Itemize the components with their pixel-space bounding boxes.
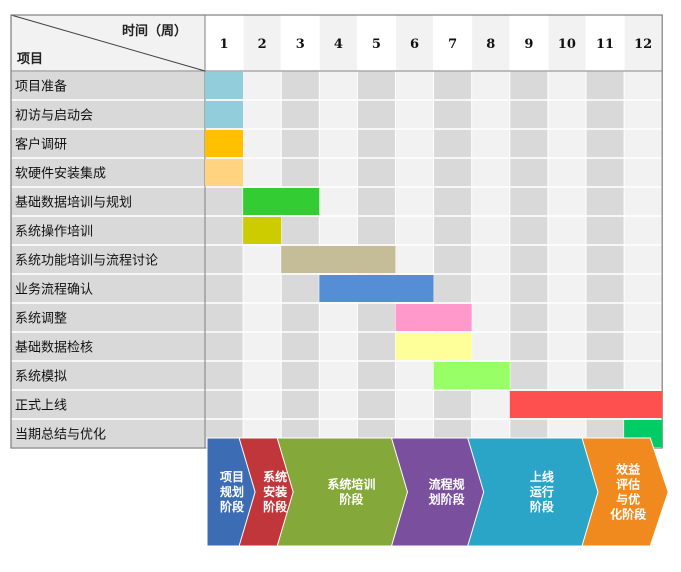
week-header-cell [624,15,663,71]
phase-label: 运行 [530,484,554,499]
task-bar [509,391,663,418]
week-header-cell [357,15,396,71]
week-header-cell [319,15,358,71]
week-column [547,71,586,448]
time-axis-label: 时间（周） [122,23,187,39]
phase-label: 系统培训 [327,477,375,492]
label-column-bg [11,71,205,448]
phase-label: 阶段 [530,499,555,514]
task-bar [433,362,510,389]
week-tick-label: 4 [334,37,343,52]
week-column [624,71,663,448]
task-label: 系统调整 [15,312,67,327]
week-tick-label: 2 [258,37,267,52]
task-label: 初访与启动会 [15,109,93,124]
week-column [395,71,434,448]
week-tick-label: 11 [596,37,614,52]
task-label: 软硬件安装集成 [15,166,106,182]
phase-label: 项目 [220,470,244,484]
week-header-cell [586,15,625,71]
week-column [471,71,510,448]
week-header-cell [205,15,244,71]
week-header-cell [281,15,320,71]
week-tick-label: 8 [486,37,495,52]
week-header-cell [243,15,282,71]
week-column [586,71,625,448]
task-bar [319,275,434,302]
week-column [433,71,472,448]
week-column [509,71,548,448]
phase-label: 划阶段 [429,492,466,507]
task-label: 系统模拟 [15,370,67,385]
task-label: 基础数据培训与规划 [15,195,132,211]
task-label: 基础数据检核 [15,341,93,356]
task-bar [281,246,396,273]
task-label: 项目准备 [15,79,67,95]
phase-label: 阶段 [263,499,288,514]
phase-label: 流程规 [429,477,465,492]
week-tick-label: 7 [448,37,457,52]
phase-label: 与优 [616,492,640,507]
task-label: 系统操作培训 [15,224,93,240]
task-label: 系统功能培训与流程讨论 [15,253,158,269]
item-column-label: 项目 [17,52,43,67]
week-tick-label: 12 [634,37,652,52]
task-label: 当期总结与优化 [15,428,106,443]
week-header-cell [471,15,510,71]
task-bar [243,188,320,215]
task-bar [395,333,472,360]
phase-label: 评估 [616,477,640,492]
task-label: 正式上线 [15,399,67,414]
task-bar [205,130,244,157]
task-bar [205,101,244,128]
task-bar [243,217,282,244]
week-tick-label: 9 [524,37,533,52]
phase-label: 化阶段 [610,507,647,522]
phase-label: 系统 [263,469,287,484]
phase-arrow [581,437,669,547]
phase-label: 阶段 [220,499,245,514]
task-bar [205,72,244,99]
phase-label: 安装 [263,484,287,499]
task-bar [205,159,244,186]
week-tick-label: 10 [558,37,576,52]
week-column [243,71,282,448]
week-header-cell [547,15,586,71]
phase-label: 规划 [220,484,244,499]
week-tick-label: 3 [296,37,305,52]
header-diagonal [10,14,206,72]
week-header-cell [395,15,434,71]
week-header-cell [509,15,548,71]
phase-label: 效益 [616,462,640,477]
task-label: 业务流程确认 [15,282,93,298]
week-tick-label: 1 [220,37,229,52]
week-tick-label: 5 [372,37,381,52]
week-header-cell [433,15,472,71]
week-tick-label: 6 [410,37,419,52]
task-label: 客户调研 [15,137,67,153]
phase-label: 阶段 [339,492,364,507]
phase-label: 上线 [530,469,554,484]
task-bar [395,304,472,331]
